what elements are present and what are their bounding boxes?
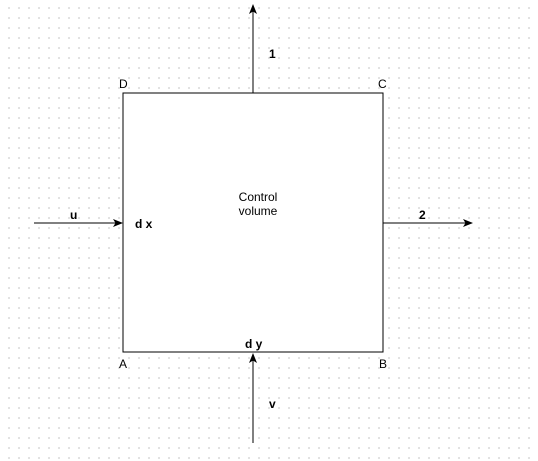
flow-label-top: 1 bbox=[269, 47, 276, 61]
dimension-label-dx: d x bbox=[135, 217, 153, 231]
corner-label-b: B bbox=[379, 357, 388, 371]
control-volume-label: Control volume bbox=[198, 190, 318, 218]
corner-label-c: C bbox=[378, 77, 387, 91]
flow-label-right: 2 bbox=[419, 208, 426, 222]
dimension-label-dy: d y bbox=[245, 337, 263, 351]
control-volume-box[interactable] bbox=[122, 92, 384, 353]
corner-label-d: D bbox=[119, 77, 128, 91]
flow-label-left: u bbox=[70, 208, 78, 222]
control-volume-line1: Control bbox=[238, 190, 278, 204]
flow-label-bottom: v bbox=[269, 397, 276, 411]
corner-label-a: A bbox=[119, 357, 128, 371]
control-volume-line2: volume bbox=[238, 204, 278, 218]
